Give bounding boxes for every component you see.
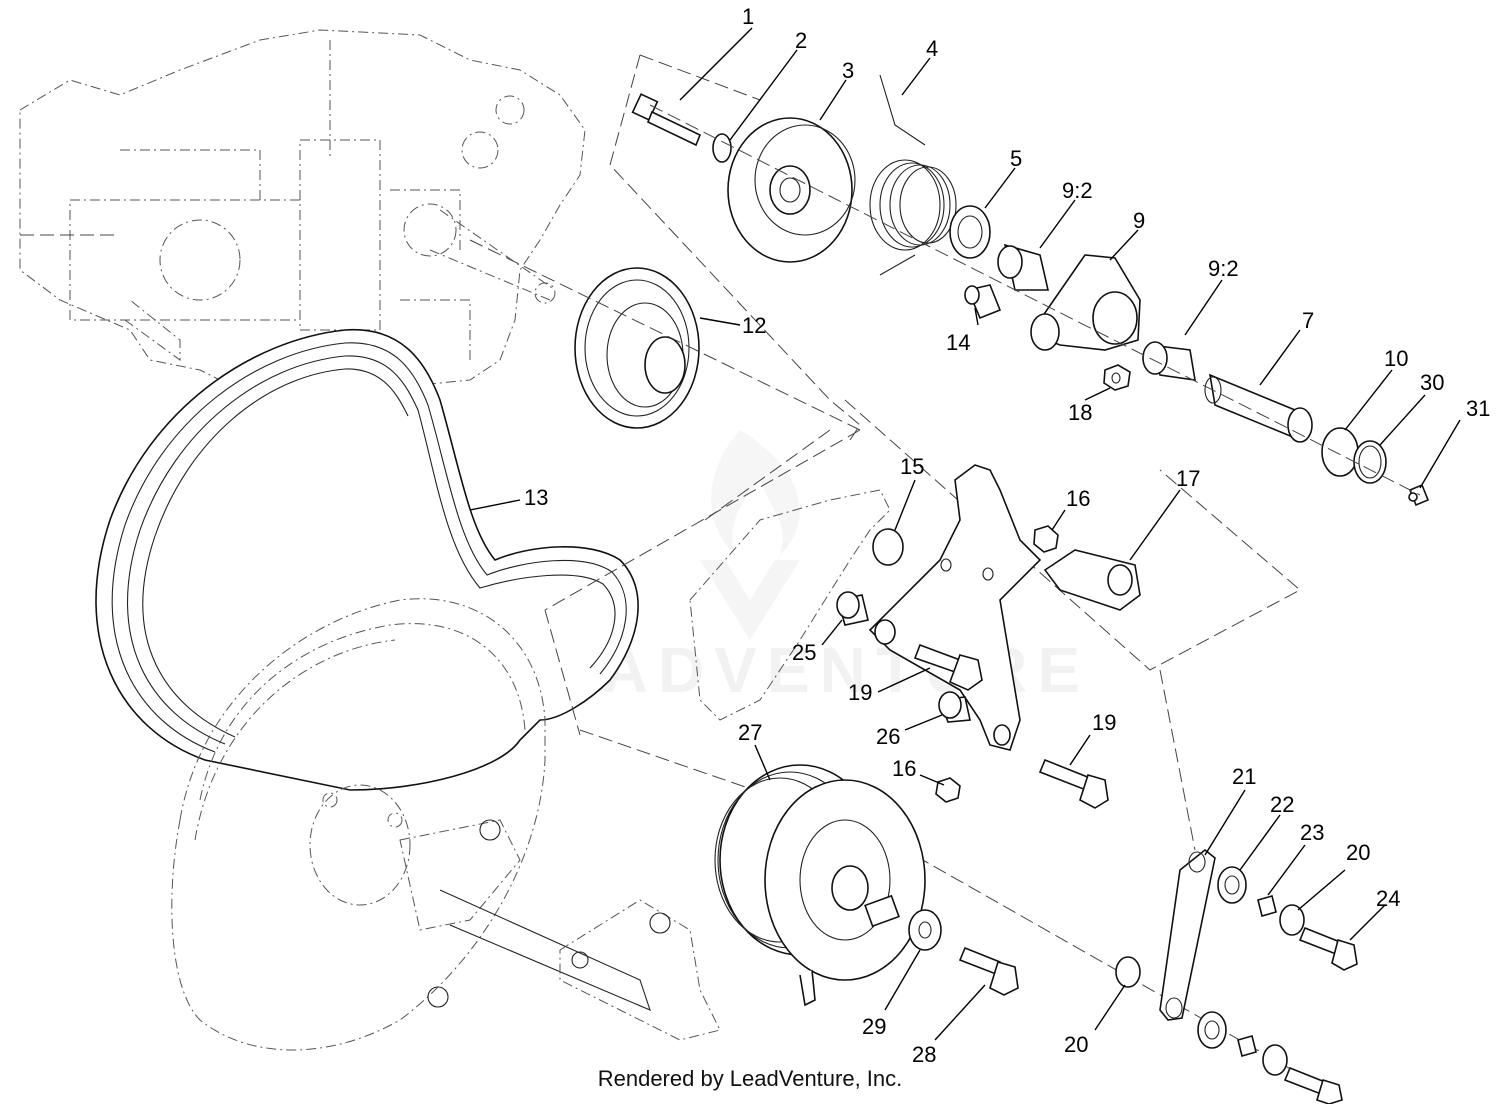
callout-20-upper: 20 bbox=[1346, 840, 1370, 865]
deck-pulley bbox=[171, 598, 721, 1051]
callout-18: 18 bbox=[1068, 400, 1092, 425]
callout-10: 10 bbox=[1384, 346, 1408, 371]
callout-19-upper: 19 bbox=[848, 680, 872, 705]
callout-27: 27 bbox=[738, 720, 762, 745]
callout-4: 4 bbox=[926, 36, 938, 61]
retaining-ring-30 bbox=[1353, 440, 1387, 484]
idler-pulley-3 bbox=[727, 117, 856, 263]
washer-10 bbox=[1321, 427, 1359, 477]
bolt-19-lower bbox=[1038, 758, 1109, 809]
callout-26: 26 bbox=[876, 724, 900, 749]
washer-20-upper bbox=[1279, 904, 1305, 936]
callout-17: 17 bbox=[1176, 466, 1200, 491]
callout-28: 28 bbox=[912, 1042, 936, 1067]
bearing-22 bbox=[1217, 866, 1247, 904]
bushing-9-2-lower bbox=[1142, 341, 1196, 381]
callout-9: 9 bbox=[1133, 208, 1145, 233]
spacer-14 bbox=[964, 284, 1002, 320]
nut-18 bbox=[1103, 364, 1131, 391]
bushing-9-2-upper bbox=[997, 243, 1050, 291]
callout-15: 15 bbox=[900, 454, 924, 479]
electric-clutch-27 bbox=[714, 764, 926, 1007]
spacer-23 bbox=[1257, 895, 1277, 917]
idler-axis bbox=[649, 104, 1421, 496]
callout-29: 29 bbox=[862, 1014, 886, 1039]
bolt-24 bbox=[1298, 926, 1358, 971]
callout-25: 25 bbox=[792, 640, 816, 665]
callout-9-2-upper: 9:2 bbox=[1062, 178, 1093, 203]
nut-16-upper bbox=[1033, 525, 1059, 553]
nut-16-lower bbox=[935, 777, 961, 803]
callout-16-lower: 16 bbox=[892, 756, 916, 781]
leader-lines bbox=[469, 27, 1461, 1041]
callout-30: 30 bbox=[1420, 370, 1444, 395]
washer-20-bottom bbox=[1262, 1044, 1288, 1076]
washer-5 bbox=[949, 205, 991, 259]
callout-1: 1 bbox=[742, 4, 754, 29]
spacer-26 bbox=[938, 691, 971, 723]
bolt-24-lower bbox=[1283, 1066, 1343, 1104]
bracket-17 bbox=[1043, 549, 1141, 611]
callout-13: 13 bbox=[524, 485, 548, 510]
callout-31: 31 bbox=[1466, 396, 1490, 421]
callout-16-upper: 16 bbox=[1066, 486, 1090, 511]
callout-12: 12 bbox=[742, 313, 766, 338]
callout-14: 14 bbox=[946, 330, 970, 355]
bolt-19-upper bbox=[913, 643, 983, 691]
callout-labels: 1 2 3 4 5 9:2 9 14 9:2 7 18 12 10 30 31 … bbox=[524, 4, 1490, 1067]
bearing-22-lower bbox=[1197, 1011, 1227, 1049]
callout-9-2-lower: 9:2 bbox=[1208, 256, 1239, 281]
spacer-25 bbox=[836, 591, 869, 626]
washer-2 bbox=[712, 133, 732, 163]
bolt-1 bbox=[631, 93, 702, 147]
washer-29 bbox=[908, 909, 942, 951]
engine-block bbox=[19, 29, 586, 441]
bolt-28 bbox=[958, 946, 1019, 996]
callout-21: 21 bbox=[1232, 764, 1256, 789]
callout-19-lower: 19 bbox=[1092, 710, 1116, 735]
grease-fitting-31 bbox=[1408, 483, 1430, 507]
callout-2: 2 bbox=[795, 28, 807, 53]
spring-4 bbox=[869, 74, 957, 276]
callout-3: 3 bbox=[842, 58, 854, 83]
mount-bracket bbox=[689, 464, 1042, 751]
spacer-23-lower bbox=[1237, 1035, 1257, 1057]
callout-7: 7 bbox=[1302, 308, 1314, 333]
idler-arm-9 bbox=[1030, 254, 1141, 351]
callout-23: 23 bbox=[1300, 820, 1324, 845]
pivot-shaft-7 bbox=[1204, 373, 1313, 443]
rendered-by-credit: Rendered by LeadVenture, Inc. bbox=[597, 1066, 903, 1091]
callout-5: 5 bbox=[1010, 146, 1022, 171]
callout-24: 24 bbox=[1376, 886, 1400, 911]
link-21 bbox=[1159, 848, 1216, 1021]
callout-20-lower: 20 bbox=[1064, 1032, 1088, 1057]
callout-22: 22 bbox=[1270, 792, 1294, 817]
pulley-12 bbox=[469, 239, 861, 431]
washer-20-lower bbox=[1115, 956, 1141, 988]
belt bbox=[95, 328, 639, 791]
